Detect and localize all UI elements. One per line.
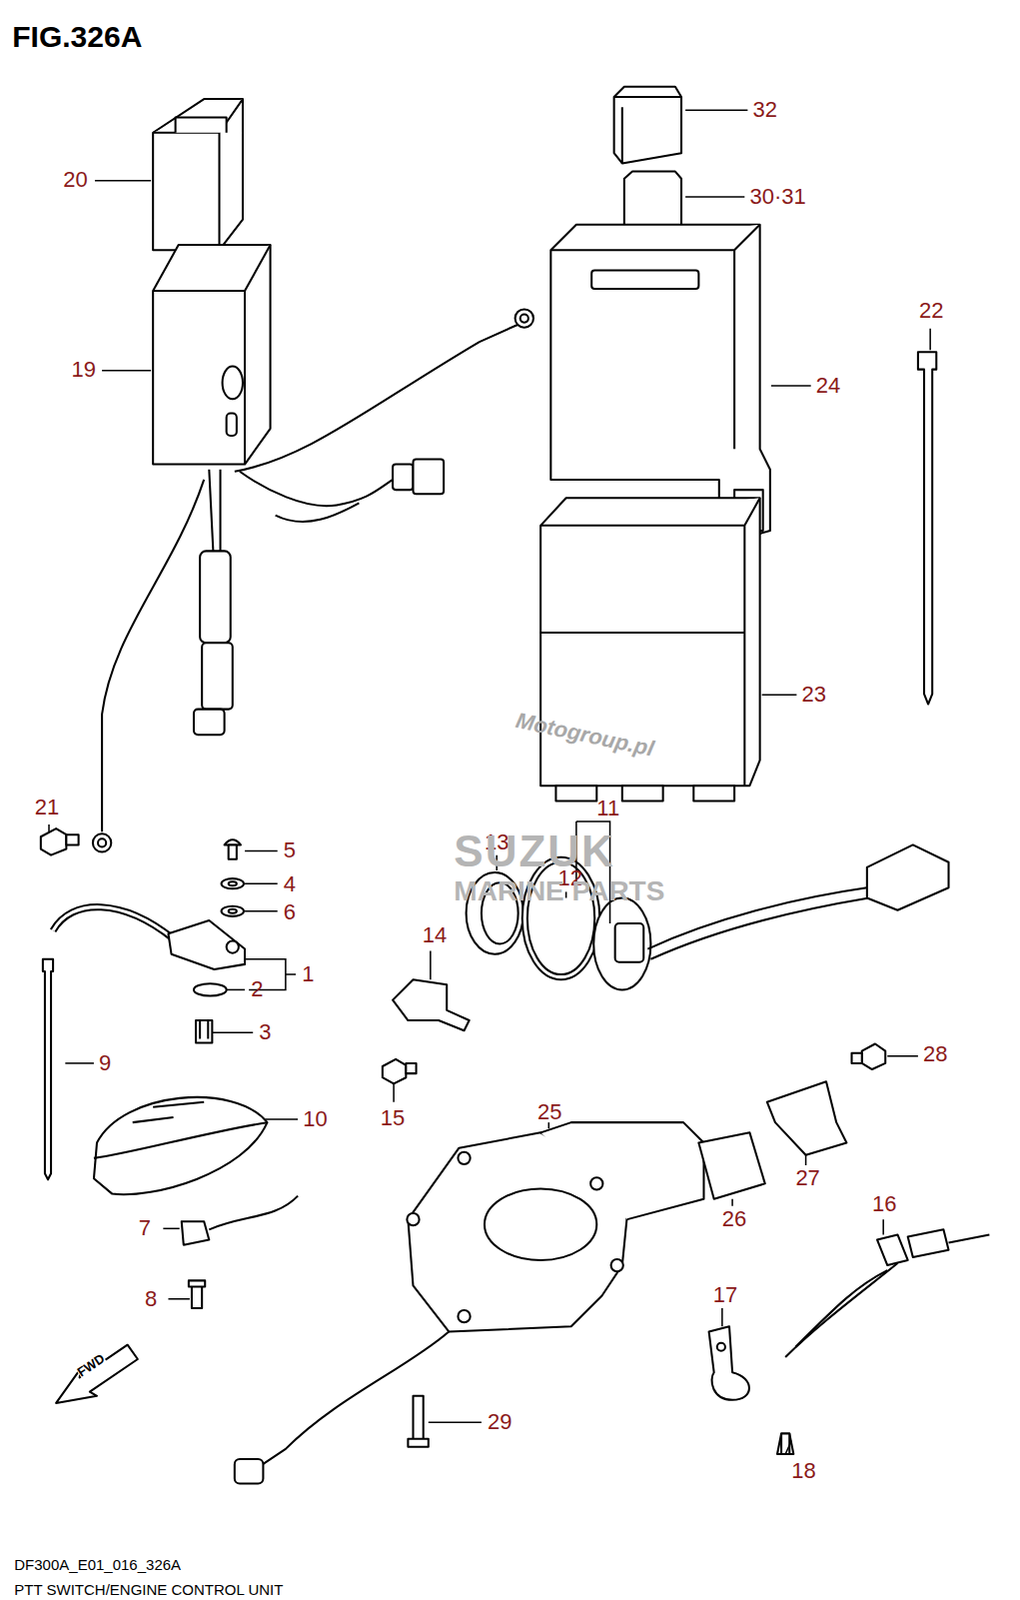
callout-number: 15 xyxy=(380,1106,405,1129)
callout-number: 27 xyxy=(795,1166,820,1189)
callout-number: 3 xyxy=(258,1020,271,1043)
callout-number: 30·31 xyxy=(749,185,806,208)
callout-number: 26 xyxy=(722,1207,747,1230)
callout-number: 24 xyxy=(816,374,841,397)
callout-number: 25 xyxy=(537,1100,562,1123)
callout-number: 32 xyxy=(752,98,777,121)
watermark: SUZUK xyxy=(453,829,616,874)
callout-number: 17 xyxy=(713,1283,738,1306)
callout-number: 20 xyxy=(62,168,87,191)
drawing-code: DF300A_E01_016_326A xyxy=(13,1556,181,1572)
figure-caption: PTT SWITCH/ENGINE CONTROL UNIT xyxy=(13,1581,283,1597)
callout-number: 16 xyxy=(872,1192,897,1215)
callout-number: 22 xyxy=(919,299,944,322)
callout-number: 23 xyxy=(802,683,827,706)
callout-number: 1 xyxy=(301,963,314,986)
callout-number: 11 xyxy=(596,797,620,820)
callout-number: 10 xyxy=(302,1107,327,1130)
watermark: MARINE PARTS xyxy=(453,877,665,906)
callout-number: 29 xyxy=(487,1410,512,1433)
callout-number: 2 xyxy=(250,978,263,1001)
callout-number: 14 xyxy=(422,924,447,947)
callout-number: 28 xyxy=(923,1042,948,1065)
figure-title: FIG.326A xyxy=(11,21,142,52)
callout-number: 4 xyxy=(283,873,296,896)
callout-number: 19 xyxy=(70,358,95,381)
callout-number: 18 xyxy=(791,1459,816,1482)
callout-number: 7 xyxy=(138,1216,151,1239)
callout-number: 5 xyxy=(283,839,296,862)
callout-number: 8 xyxy=(144,1287,157,1310)
callout-number: 9 xyxy=(98,1051,111,1074)
callout-number: 6 xyxy=(283,901,296,924)
callout-number: 21 xyxy=(34,796,59,819)
